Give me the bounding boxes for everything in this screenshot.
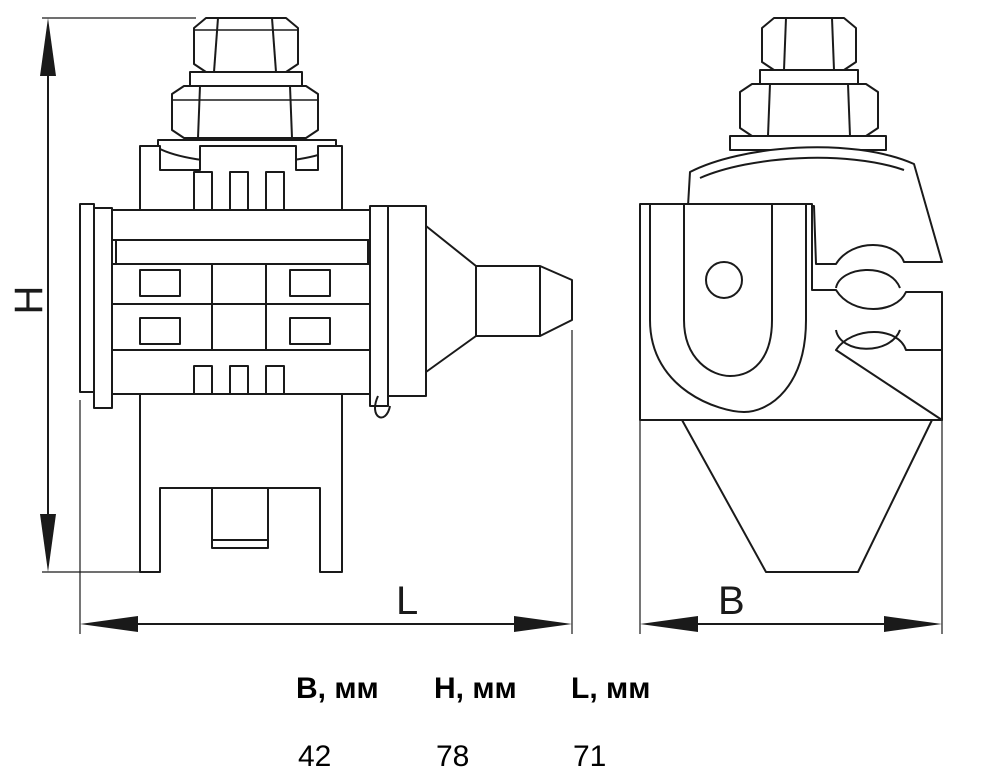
dimension-label-length: L: [396, 579, 419, 623]
header-b: B, мм: [296, 672, 379, 705]
dimension-label-height: H: [7, 285, 51, 315]
arrow-b-left: [640, 616, 698, 632]
header-h: H, мм: [434, 672, 517, 705]
arrow-h-bottom: [40, 514, 56, 572]
side-view: [639, 17, 943, 573]
dimension-lines: [40, 17, 943, 634]
arrow-l-left: [80, 616, 138, 632]
header-l: L, мм: [571, 672, 651, 705]
cap-nut-top: [193, 17, 299, 73]
front-view: [79, 17, 573, 573]
arrow-h-top: [40, 18, 56, 76]
spec-table: B, мм H, мм L, мм 42 78 71: [0, 660, 982, 783]
value-h: 78: [436, 740, 470, 773]
clamp-technical-drawing: [40, 17, 943, 634]
value-b: 42: [298, 740, 332, 773]
arrow-l-right: [514, 616, 572, 632]
value-l: 71: [573, 740, 607, 773]
hex-nut: [171, 85, 319, 139]
dimension-label-width: B: [718, 579, 745, 623]
arrow-b-right: [884, 616, 942, 632]
